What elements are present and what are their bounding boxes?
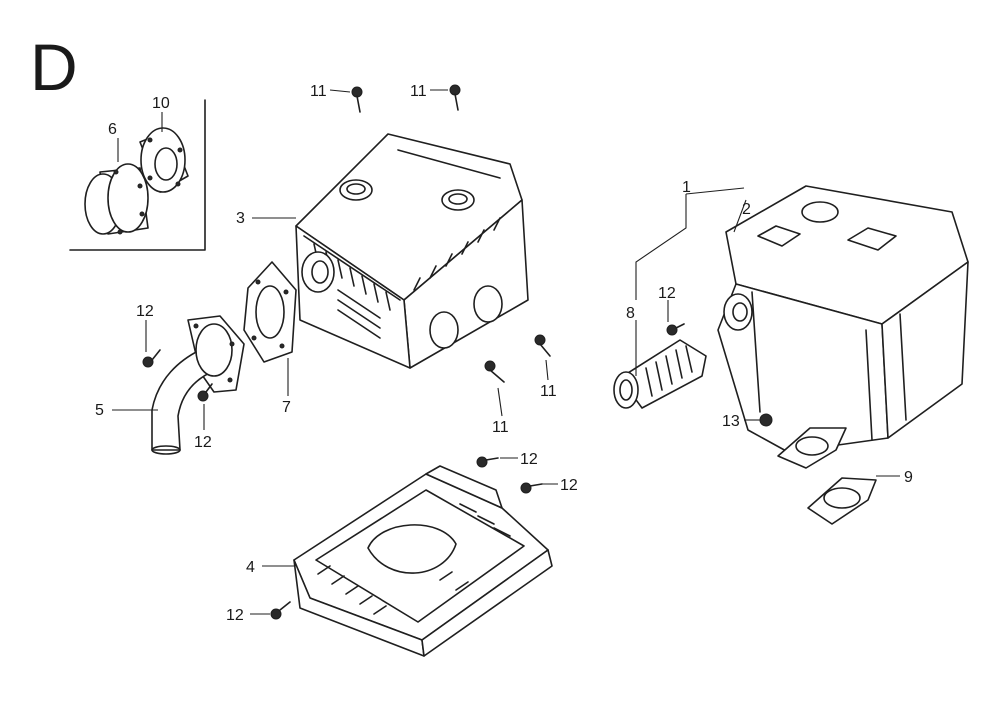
label-part-9: 9 <box>904 469 913 486</box>
label-part-12-c: 12 <box>520 451 538 468</box>
callout-labels: 6 10 11 11 3 1 2 8 12 12 5 12 7 11 11 12… <box>95 83 913 624</box>
label-part-12-a: 12 <box>136 303 154 320</box>
leader-lines <box>112 89 900 615</box>
label-part-11-d: 11 <box>492 419 509 436</box>
inset-frame <box>69 99 206 251</box>
label-part-12-b: 12 <box>194 434 212 451</box>
label-part-11-a: 11 <box>310 83 327 100</box>
bolt-13 <box>759 413 773 427</box>
part-2-muffler-body <box>717 185 969 453</box>
label-part-7: 7 <box>282 399 291 416</box>
part-3-muffler-protector <box>295 133 529 369</box>
part-4-base-cover <box>293 465 553 657</box>
part-10-flange-gasket <box>139 127 189 193</box>
label-part-11-c: 11 <box>540 383 557 400</box>
label-part-4: 4 <box>246 559 255 576</box>
label-part-13: 13 <box>722 413 740 430</box>
bolt-12-e <box>666 323 685 336</box>
section-letter: D <box>30 30 78 104</box>
part-9-gasket <box>777 427 877 525</box>
label-part-6: 6 <box>108 121 117 138</box>
label-part-10: 10 <box>152 95 170 112</box>
bolt-11-a <box>351 86 363 113</box>
label-part-12-d: 12 <box>560 477 578 494</box>
part-6-spark-arrester-cap <box>84 163 149 235</box>
label-part-8: 8 <box>626 305 635 322</box>
bolt-12-a <box>142 349 161 368</box>
part-8-spark-arrester-screen <box>613 339 707 409</box>
bolt-12-c <box>476 456 499 468</box>
bolt-12-b <box>197 383 213 402</box>
label-part-5: 5 <box>95 402 104 419</box>
bolt-11-b <box>449 84 461 111</box>
label-part-12-f: 12 <box>226 607 244 624</box>
bolt-11-c <box>534 334 551 357</box>
bolt-12-f <box>270 601 291 620</box>
label-part-11-b: 11 <box>410 83 427 100</box>
label-part-2: 2 <box>742 201 751 218</box>
bolt-12-d <box>520 482 543 494</box>
bolt-11-d <box>484 360 505 383</box>
part-5-exhaust-pipe <box>151 315 245 455</box>
part-7-gasket <box>243 261 297 363</box>
label-part-1: 1 <box>682 179 691 196</box>
label-part-3: 3 <box>236 210 245 227</box>
label-part-12-e: 12 <box>658 285 676 302</box>
